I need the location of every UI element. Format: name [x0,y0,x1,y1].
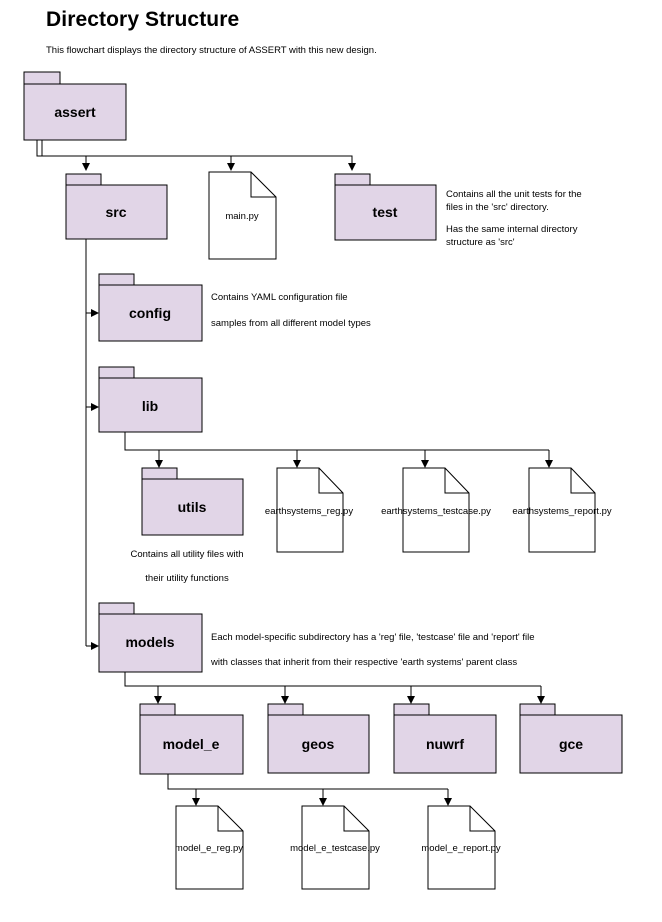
folder-gce: gce [519,703,623,774]
edge-models-bus [124,672,541,687]
file-label: earthsystems_report.py [512,506,612,517]
file-earthsystems-report: earthsystems_report.py [512,467,612,553]
note-utils: Contains all utility files with their ut… [131,549,244,584]
folder-src: src [65,173,168,240]
page-title: Directory Structure [46,8,240,31]
file-label: earthsystems_testcase.py [381,506,491,517]
note-line: Has the same internal directory [446,224,578,235]
folder-model-e: model_e [139,703,244,775]
folder-label: config [129,305,171,321]
folder-label: models [125,634,174,650]
folder-nuwrf: nuwrf [393,703,497,774]
folder-utils: utils [141,467,244,536]
file-earthsystems-reg: earthsystems_reg.py [265,467,353,553]
file-label: model_e_testcase.py [290,843,380,854]
edge-assert-test [42,155,356,171]
page-subtitle: This flowchart displays the directory st… [46,45,377,56]
edge-assert-main [41,140,235,171]
edge-lib-bus [124,432,549,451]
note-line: structure as 'src' [446,237,515,248]
folder-label: assert [54,104,96,120]
folder-models: models [98,602,203,673]
folder-geos: geos [267,703,370,774]
folder-label: gce [559,736,583,752]
note-line: with classes that inherit from their res… [210,657,517,668]
note-line: Each model-specific subdirectory has a '… [211,632,534,643]
edge-model-e-bus [167,774,448,790]
folder-label: utils [178,499,207,515]
file-model-e-testcase: model_e_testcase.py [290,805,380,890]
file-label: main.py [225,211,259,222]
file-label: model_e_report.py [421,843,500,854]
folder-label: test [373,204,398,220]
file-earthsystems-testcase: earthsystems_testcase.py [381,467,491,553]
file-model-e-report: model_e_report.py [421,805,501,890]
note-models: Each model-specific subdirectory has a '… [210,632,534,668]
file-label: model_e_reg.py [175,843,243,854]
note-line: their utility functions [145,573,229,584]
connectors [36,140,553,806]
file-label: earthsystems_reg.py [265,506,353,517]
folder-label: nuwrf [426,736,464,752]
note-test: Contains all the unit tests for the file… [446,189,582,248]
file-model-e-reg: model_e_reg.py [175,805,244,890]
folder-label: geos [302,736,335,752]
folder-lib: lib [98,366,203,433]
note-line: Contains all the unit tests for the [446,189,582,200]
note-line: samples from all different model types [211,318,371,329]
folder-assert: assert [23,71,127,141]
note-line: Contains YAML configuration file [211,292,348,303]
folder-config: config [98,273,203,342]
folder-label: src [105,204,126,220]
folder-label: model_e [163,736,220,752]
note-line: files in the 'src' directory. [446,202,549,213]
edge-assert-src [36,140,90,171]
note-line: Contains all utility files with [131,549,244,560]
note-config: Contains YAML configuration file samples… [211,292,371,329]
file-main: main.py [208,171,277,260]
folder-label: lib [142,398,158,414]
folder-test: test [334,173,437,241]
